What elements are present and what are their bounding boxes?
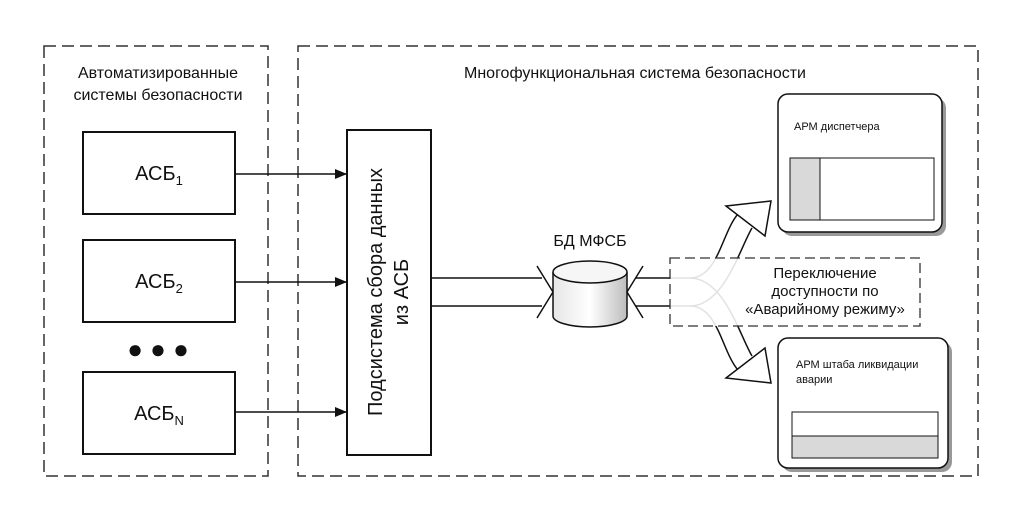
asb-box-n-label: АСБN [134, 403, 184, 428]
db-cylinder [552, 272, 628, 328]
subsystem-label-line2: из АСБ [391, 259, 413, 325]
asb-box-1-label: АСБ1 [135, 163, 183, 188]
left-group-title-line2: системы безопасности [73, 87, 242, 104]
switch-label-line3: «Аварийному режиму» [745, 301, 905, 318]
db-inbound-arrowhead [536, 265, 554, 319]
db-label: БД МФСБ [553, 233, 626, 250]
arm-dispatcher-label: АРМ диспетчера [794, 121, 881, 133]
asb-box-1 [82, 131, 236, 215]
arrowhead-to-hq [724, 346, 772, 384]
switch-label-line1: Переключение [773, 265, 876, 282]
emergency-switch-frame [669, 257, 921, 327]
data-collection-subsystem-box [346, 129, 432, 456]
arm-hq-label-line1: АРМ штаба ликвидации [796, 359, 918, 371]
asb-box-2-label: АСБ2 [135, 271, 183, 296]
db-outbound-arrowhead [626, 265, 644, 319]
asb-box-n [82, 371, 236, 455]
arm-hq-panel-footer [791, 435, 939, 459]
arm-dispatcher-panel-sidebar [789, 157, 821, 221]
switch-label-line2: доступности по [771, 283, 878, 300]
db-cylinder-top [552, 260, 628, 284]
arrowhead-to-dispatcher [724, 200, 772, 238]
arm-hq-label-line2: аварии [796, 374, 832, 386]
subsystem-label-line1: Подсистема сбора данных [365, 168, 387, 416]
left-group-frame [43, 45, 269, 477]
left-group-title-line1: Автоматизированные [78, 65, 238, 82]
asb-box-2 [82, 239, 236, 323]
right-group-frame [297, 45, 979, 477]
ellipsis-dots: ● ● ● [127, 334, 189, 364]
right-group-title: Многофункциональная система безопасности [464, 65, 806, 82]
